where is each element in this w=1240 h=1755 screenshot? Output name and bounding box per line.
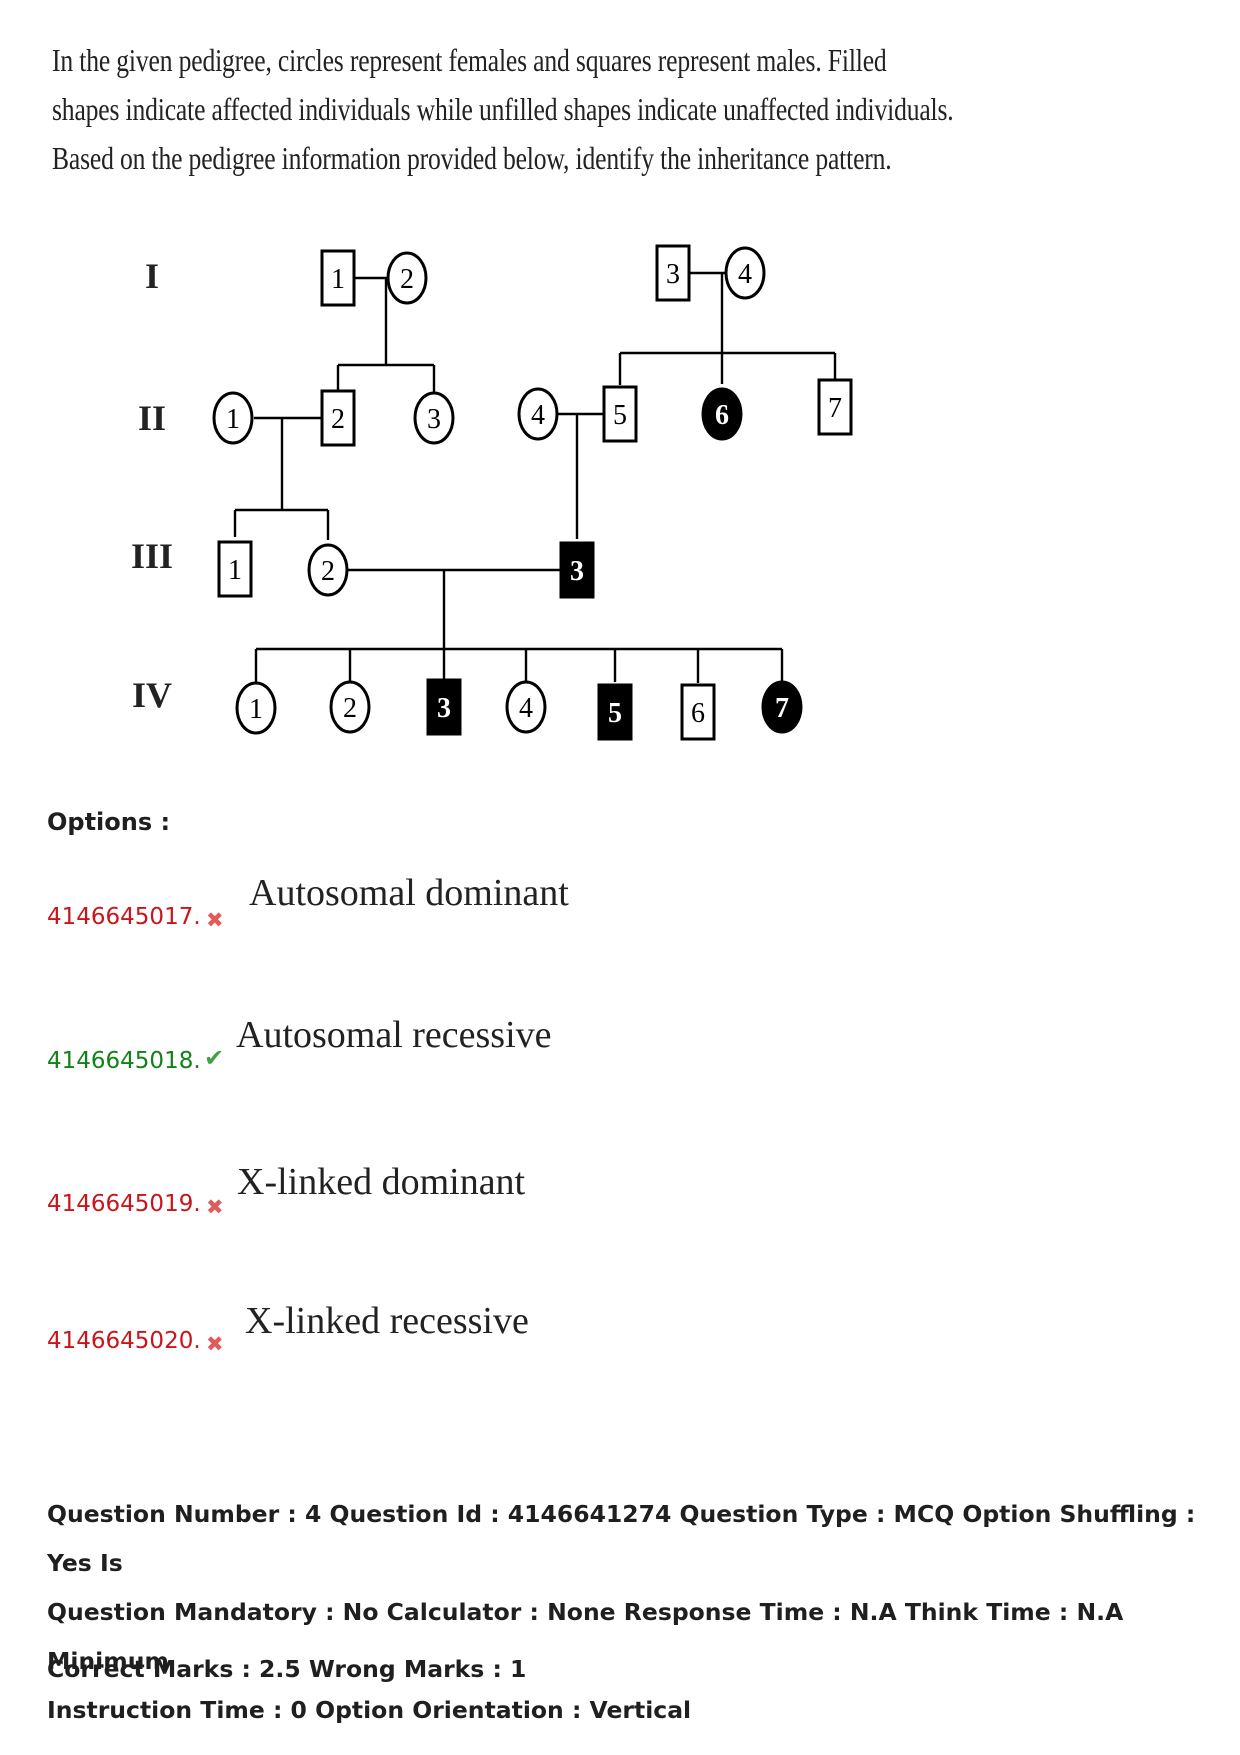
- individual-iv-6: 6: [680, 683, 716, 741]
- male-square: [680, 683, 716, 741]
- option-id: 4146645018.: [47, 1048, 201, 1074]
- male-square: [655, 244, 691, 302]
- individuals: 1 2 3 4 1 2 3 4 5 6 7 1 2 3 1 2 3 4 5 6 7: [212, 244, 853, 741]
- individual-i-1: 1: [320, 249, 356, 307]
- individual-ii-2: 2: [320, 389, 356, 447]
- individual-number: 7: [828, 393, 842, 424]
- question-meta: Question Number : 4 Question Id : 414664…: [47, 1490, 1207, 1735]
- individual-iv-3: 3: [426, 678, 462, 736]
- affected-female-circle: [761, 680, 803, 734]
- female-circle: [329, 680, 371, 734]
- individual-number: 4: [531, 400, 545, 431]
- individual-i-4: 4: [724, 246, 766, 300]
- affected-male-square: [597, 683, 633, 741]
- individual-number: 1: [249, 694, 263, 725]
- generation-label: II: [138, 398, 166, 438]
- meta-line: Question Mandatory : No Calculator : Non…: [47, 1598, 1124, 1675]
- individual-iii-3: 3: [559, 541, 595, 599]
- generation-label: IV: [132, 675, 172, 715]
- individual-i-2: 2: [386, 251, 428, 305]
- female-circle: [724, 246, 766, 300]
- individual-i-3: 3: [655, 244, 691, 302]
- individual-number: 7: [775, 693, 789, 724]
- individual-number: 6: [691, 698, 705, 729]
- female-circle: [517, 387, 559, 441]
- individual-number: 1: [228, 555, 242, 586]
- individual-number: 3: [570, 556, 584, 587]
- individual-iii-1: 1: [217, 540, 253, 598]
- cross-icon: ✖: [206, 908, 224, 932]
- female-circle: [505, 680, 547, 734]
- individual-ii-4: 4: [517, 387, 559, 441]
- meta-line: Instruction Time : 0 Option Orientation …: [47, 1696, 692, 1724]
- cross-icon: ✖: [206, 1332, 224, 1356]
- female-circle: [413, 391, 455, 445]
- individual-number: 5: [608, 698, 622, 729]
- marks-info: Correct Marks : 2.5 Wrong Marks : 1: [47, 1655, 527, 1683]
- individual-number: 3: [427, 404, 441, 435]
- male-square: [320, 389, 356, 447]
- individual-iv-1: 1: [235, 681, 277, 735]
- individual-ii-3: 3: [413, 391, 455, 445]
- individual-number: 2: [343, 693, 357, 724]
- individual-number: 1: [331, 264, 345, 295]
- male-square: [320, 249, 356, 307]
- male-square: [817, 378, 853, 436]
- male-square: [602, 385, 638, 443]
- question-line: In the given pedigree, circles represent…: [52, 42, 887, 78]
- individual-number: 3: [666, 259, 680, 290]
- individual-iv-5: 5: [597, 683, 633, 741]
- individual-number: 6: [715, 400, 729, 431]
- option-id: 4146645017.: [47, 904, 201, 930]
- individual-number: 2: [331, 404, 345, 435]
- individual-number: 3: [437, 693, 451, 724]
- option-text: X-linked recessive: [245, 1300, 529, 1342]
- affected-male-square: [426, 678, 462, 736]
- individual-ii-6: 6: [701, 387, 743, 441]
- individual-ii-1: 1: [212, 391, 254, 445]
- check-icon: ✔: [204, 1044, 225, 1072]
- affected-male-square: [559, 541, 595, 599]
- individual-number: 4: [738, 259, 752, 290]
- individual-iv-4: 4: [505, 680, 547, 734]
- female-circle: [235, 681, 277, 735]
- options-label: Options :: [47, 808, 171, 836]
- individual-number: 2: [400, 264, 414, 295]
- option-text: X-linked dominant: [237, 1161, 526, 1203]
- male-square: [217, 540, 253, 598]
- individual-iii-2: 2: [307, 543, 349, 597]
- generation-label: III: [131, 536, 173, 576]
- option-row[interactable]: 4146645019. ✖ X-linked dominant: [0, 1151, 1240, 1241]
- female-circle: [212, 391, 254, 445]
- female-circle: [307, 543, 349, 597]
- option-id: 4146645020.: [47, 1328, 201, 1354]
- generation-label: I: [145, 256, 159, 296]
- individual-iv-2: 2: [329, 680, 371, 734]
- individual-iv-7: 7: [761, 680, 803, 734]
- individual-ii-7: 7: [817, 378, 853, 436]
- option-row[interactable]: 4146645017. ✖ Autosomal dominant: [0, 864, 1240, 954]
- individual-number: 1: [226, 404, 240, 435]
- option-id: 4146645019.: [47, 1191, 201, 1217]
- option-row[interactable]: 4146645018. ✔ Autosomal recessive: [0, 1008, 1240, 1098]
- individual-number: 2: [321, 556, 335, 587]
- cross-icon: ✖: [206, 1195, 224, 1219]
- individual-number: 4: [519, 693, 533, 724]
- female-circle: [386, 251, 428, 305]
- option-row[interactable]: 4146645020. ✖ X-linked recessive: [0, 1288, 1240, 1378]
- option-text: Autosomal dominant: [249, 872, 569, 914]
- individual-number: 5: [613, 400, 627, 431]
- question-line: Based on the pedigree information provid…: [52, 140, 892, 176]
- individual-ii-5: 5: [602, 385, 638, 443]
- affected-female-circle: [701, 387, 743, 441]
- option-text: Autosomal recessive: [236, 1014, 552, 1056]
- meta-line: Question Number : 4 Question Id : 414664…: [47, 1500, 1196, 1577]
